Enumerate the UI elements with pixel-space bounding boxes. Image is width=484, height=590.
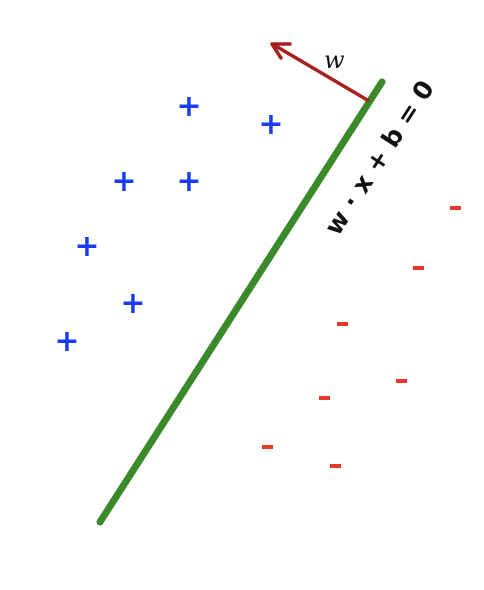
positive-point: + (74, 229, 99, 264)
positive-point: + (258, 107, 283, 142)
positive-point: + (111, 164, 136, 199)
positive-point: + (120, 286, 145, 321)
positive-point: + (176, 164, 201, 199)
negative-point (396, 379, 407, 383)
negative-point (262, 445, 273, 449)
negative-point (450, 206, 461, 210)
negative-point (337, 322, 348, 326)
positive-points: + + + + + + + (54, 89, 283, 359)
negative-point (330, 464, 341, 468)
negative-point (413, 266, 424, 270)
weight-vector-arrow (273, 43, 370, 103)
weight-vector-arrowhead (270, 42, 292, 60)
negative-point (319, 396, 330, 400)
negative-points (262, 206, 461, 468)
weight-vector-label: w (324, 46, 345, 74)
positive-point: + (54, 324, 79, 359)
positive-point: + (176, 89, 201, 124)
hyperplane-line (96, 78, 386, 526)
